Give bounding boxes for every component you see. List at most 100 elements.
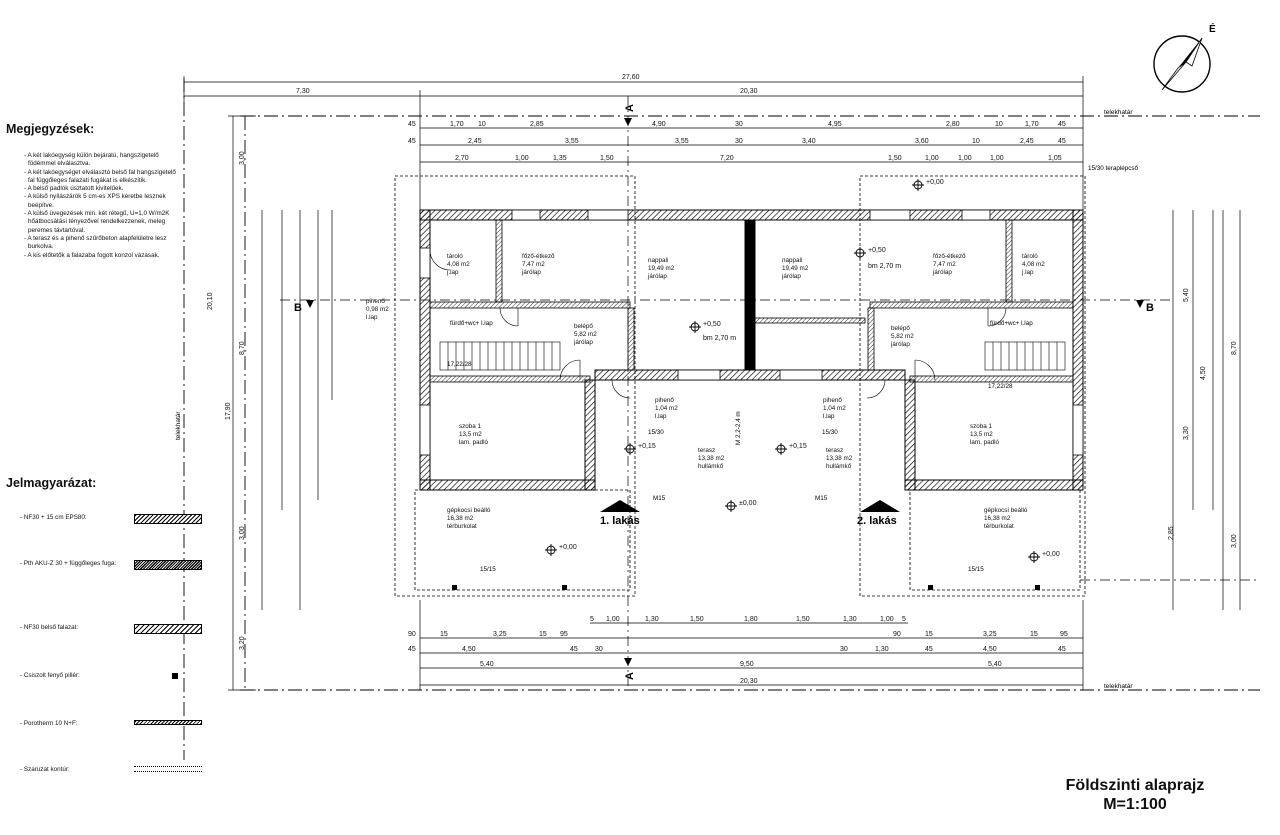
dim-label: 17,90 (225, 402, 232, 420)
legend-item-label: - Porotherm 10 N+F: (20, 720, 78, 727)
thin-hatch-swatch-icon (134, 720, 202, 725)
room-floor: j.lap (1021, 269, 1034, 276)
dim-label: 45 (408, 121, 416, 128)
note-item: A külső üvegezések min. két rétegű, U=1,… (28, 210, 176, 235)
section-a-bottom: A (624, 672, 636, 680)
note-item: A két lakóegységet elválasztó belső fal … (28, 169, 176, 186)
dim-label: 4,50 (1200, 366, 1207, 380)
room-floor: járólap (521, 269, 541, 276)
room-area: 5,82 m2 (574, 331, 597, 338)
room-floor: j.lap (446, 269, 459, 276)
dim-label: 1,05 (1048, 155, 1062, 162)
legend-item: - Porotherm 10 N+F: (6, 720, 216, 740)
dim-label: 3,60 (915, 138, 929, 145)
level-marks (545, 179, 1040, 563)
pillar-square-icon (172, 673, 178, 679)
unit-arrows (600, 500, 900, 512)
dim-label: 3,25 (493, 631, 507, 638)
room-area: 16,38 m2 (984, 515, 1011, 522)
legend-item-label: - Csiszolt fenyő pillér: (20, 672, 80, 679)
hatch-swatch-icon (134, 514, 202, 524)
dim-label: 30 (735, 121, 743, 128)
dim-label: 2,45 (468, 138, 482, 145)
room-name: szoba 1 (459, 423, 482, 430)
room-name: pihenő (655, 397, 674, 404)
room-name: gépkocsi beálló (984, 507, 1028, 514)
level-cross-icon (725, 500, 737, 512)
room-floor: járólap (573, 339, 593, 346)
dim-label: 45 (1058, 121, 1066, 128)
notes-list: A két lakóegység külön bejáratú, hangszi… (6, 152, 176, 260)
wc-right-label: fürdő+wc+ l.lap (990, 320, 1033, 327)
legend-item-label: - Szaruzat kontúr: (20, 766, 70, 773)
room-name: főző-étkező (933, 253, 966, 260)
ramp-left-label: 15/15 (480, 566, 496, 573)
room-area: 13,38 m2 (826, 455, 853, 462)
dim-label: 5,40 (1183, 288, 1190, 302)
room-floor: térburkolat (984, 523, 1014, 530)
legend-item-label: - NF30 + 15 cm EPS80: (20, 514, 87, 521)
dim-label: 10 (972, 138, 980, 145)
dim-label: 3,55 (565, 138, 579, 145)
room-name: szoba 1 (970, 423, 993, 430)
level-label: bm 2,70 m (868, 263, 901, 270)
room-floor: járólap (781, 273, 801, 280)
dim-label: 30 (840, 646, 848, 653)
level-label: +0,50 (868, 247, 886, 254)
room-name: nappali (782, 257, 802, 264)
dim-label: 8,70 (1231, 341, 1238, 355)
ramp-right-label: 15/15 (968, 566, 984, 573)
dim-label: 5,40 (988, 661, 1002, 668)
compass-icon: É (1153, 22, 1216, 93)
room-floor: járólap (647, 273, 667, 280)
doors (429, 249, 1007, 399)
dim-label: 1,30 (645, 616, 659, 623)
dim-label: 30 (735, 138, 743, 145)
mark-15-30-a: 15/30 (648, 429, 664, 436)
room-area: 7,47 m2 (522, 261, 545, 268)
room-floor: járólap (890, 341, 910, 348)
room-area: 1,04 m2 (823, 405, 846, 412)
legend-item: - NF30 + 15 cm EPS80: (6, 514, 216, 534)
beam-label: M 2,2-2,4 m (735, 411, 742, 445)
dim-label: 3,20 (239, 636, 246, 650)
dim-label: 20,30 (740, 88, 758, 95)
room-name: pihenő (823, 397, 842, 404)
level-cross-icon (545, 544, 557, 556)
dim-label: 1,70 (450, 121, 464, 128)
dim-label: 45 (925, 646, 933, 653)
room-area: 5,82 m2 (891, 333, 914, 340)
dim-label: 20,10 (207, 292, 214, 310)
dim-label: 95 (560, 631, 568, 638)
room-name: nappali (648, 257, 668, 264)
level-label: +0,15 (638, 443, 656, 450)
level-cross-icon (624, 443, 636, 455)
room-area: 16,38 m2 (447, 515, 474, 522)
dim-label: 15 (440, 631, 448, 638)
dim-label: 1,00 (606, 616, 620, 623)
wc-left-label: fürdő+wc+ l.lap (450, 320, 493, 327)
dim-label: 3,00 (239, 526, 246, 540)
hatch-swatch-icon (134, 624, 202, 634)
level-label: +0,00 (559, 544, 577, 551)
dim-label: 3,00 (1231, 534, 1238, 548)
dim-label: 15 (1030, 631, 1038, 638)
terrace-stair-label: 15/30 teraplépcső (1088, 165, 1139, 172)
level-cross-icon (912, 179, 924, 191)
dim-label: 2,85 (530, 121, 544, 128)
dim-label: 3,40 (802, 138, 816, 145)
dim-label: 45 (1058, 646, 1066, 653)
level-cross-icon (689, 321, 701, 333)
level-label: +0,00 (926, 179, 944, 186)
note-item: A kis előtetők a falazaba fogott konzol … (28, 252, 176, 260)
room-floor: hullámkő (698, 463, 724, 470)
dim-label: 90 (893, 631, 901, 638)
dim-label: 7,30 (296, 88, 310, 95)
stairs-right-label: 17,22/28 (988, 383, 1013, 390)
dim-label: 1,00 (925, 155, 939, 162)
legend-panel: Jelmagyarázat: - NF30 + 15 cm EPS80:- Pt… (6, 476, 216, 773)
